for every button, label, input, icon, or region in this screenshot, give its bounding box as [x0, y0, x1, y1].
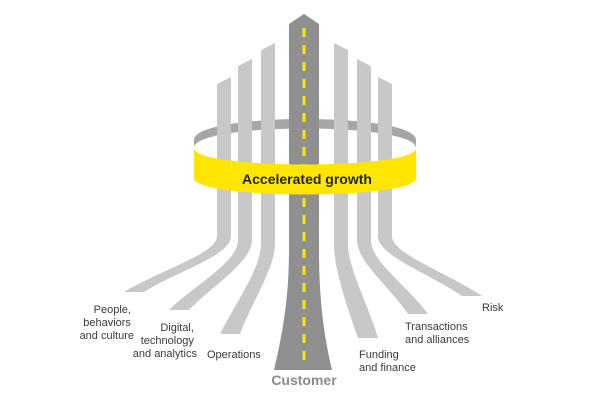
- label-operations: Operations: [207, 349, 261, 361]
- growth-band: [194, 148, 416, 195]
- stripe-transactions: [357, 59, 428, 314]
- label-risk: Risk: [482, 302, 504, 314]
- right-stripes: [334, 43, 482, 338]
- label-transactions: Transactions and alliances: [405, 321, 471, 346]
- label-customer: Customer: [271, 372, 337, 388]
- stripe-people: [124, 77, 231, 292]
- stripe-risk: [378, 77, 482, 296]
- label-digital: Digital, technology and analytics: [133, 322, 198, 360]
- band-title: Accelerated growth: [242, 171, 372, 187]
- stripe-digital: [169, 59, 252, 310]
- left-stripes: [124, 43, 275, 334]
- label-people: People, behaviors and culture: [80, 304, 134, 342]
- label-funding: Funding and finance: [359, 349, 416, 374]
- stripe-funding: [334, 43, 378, 338]
- stripe-operations: [220, 43, 275, 334]
